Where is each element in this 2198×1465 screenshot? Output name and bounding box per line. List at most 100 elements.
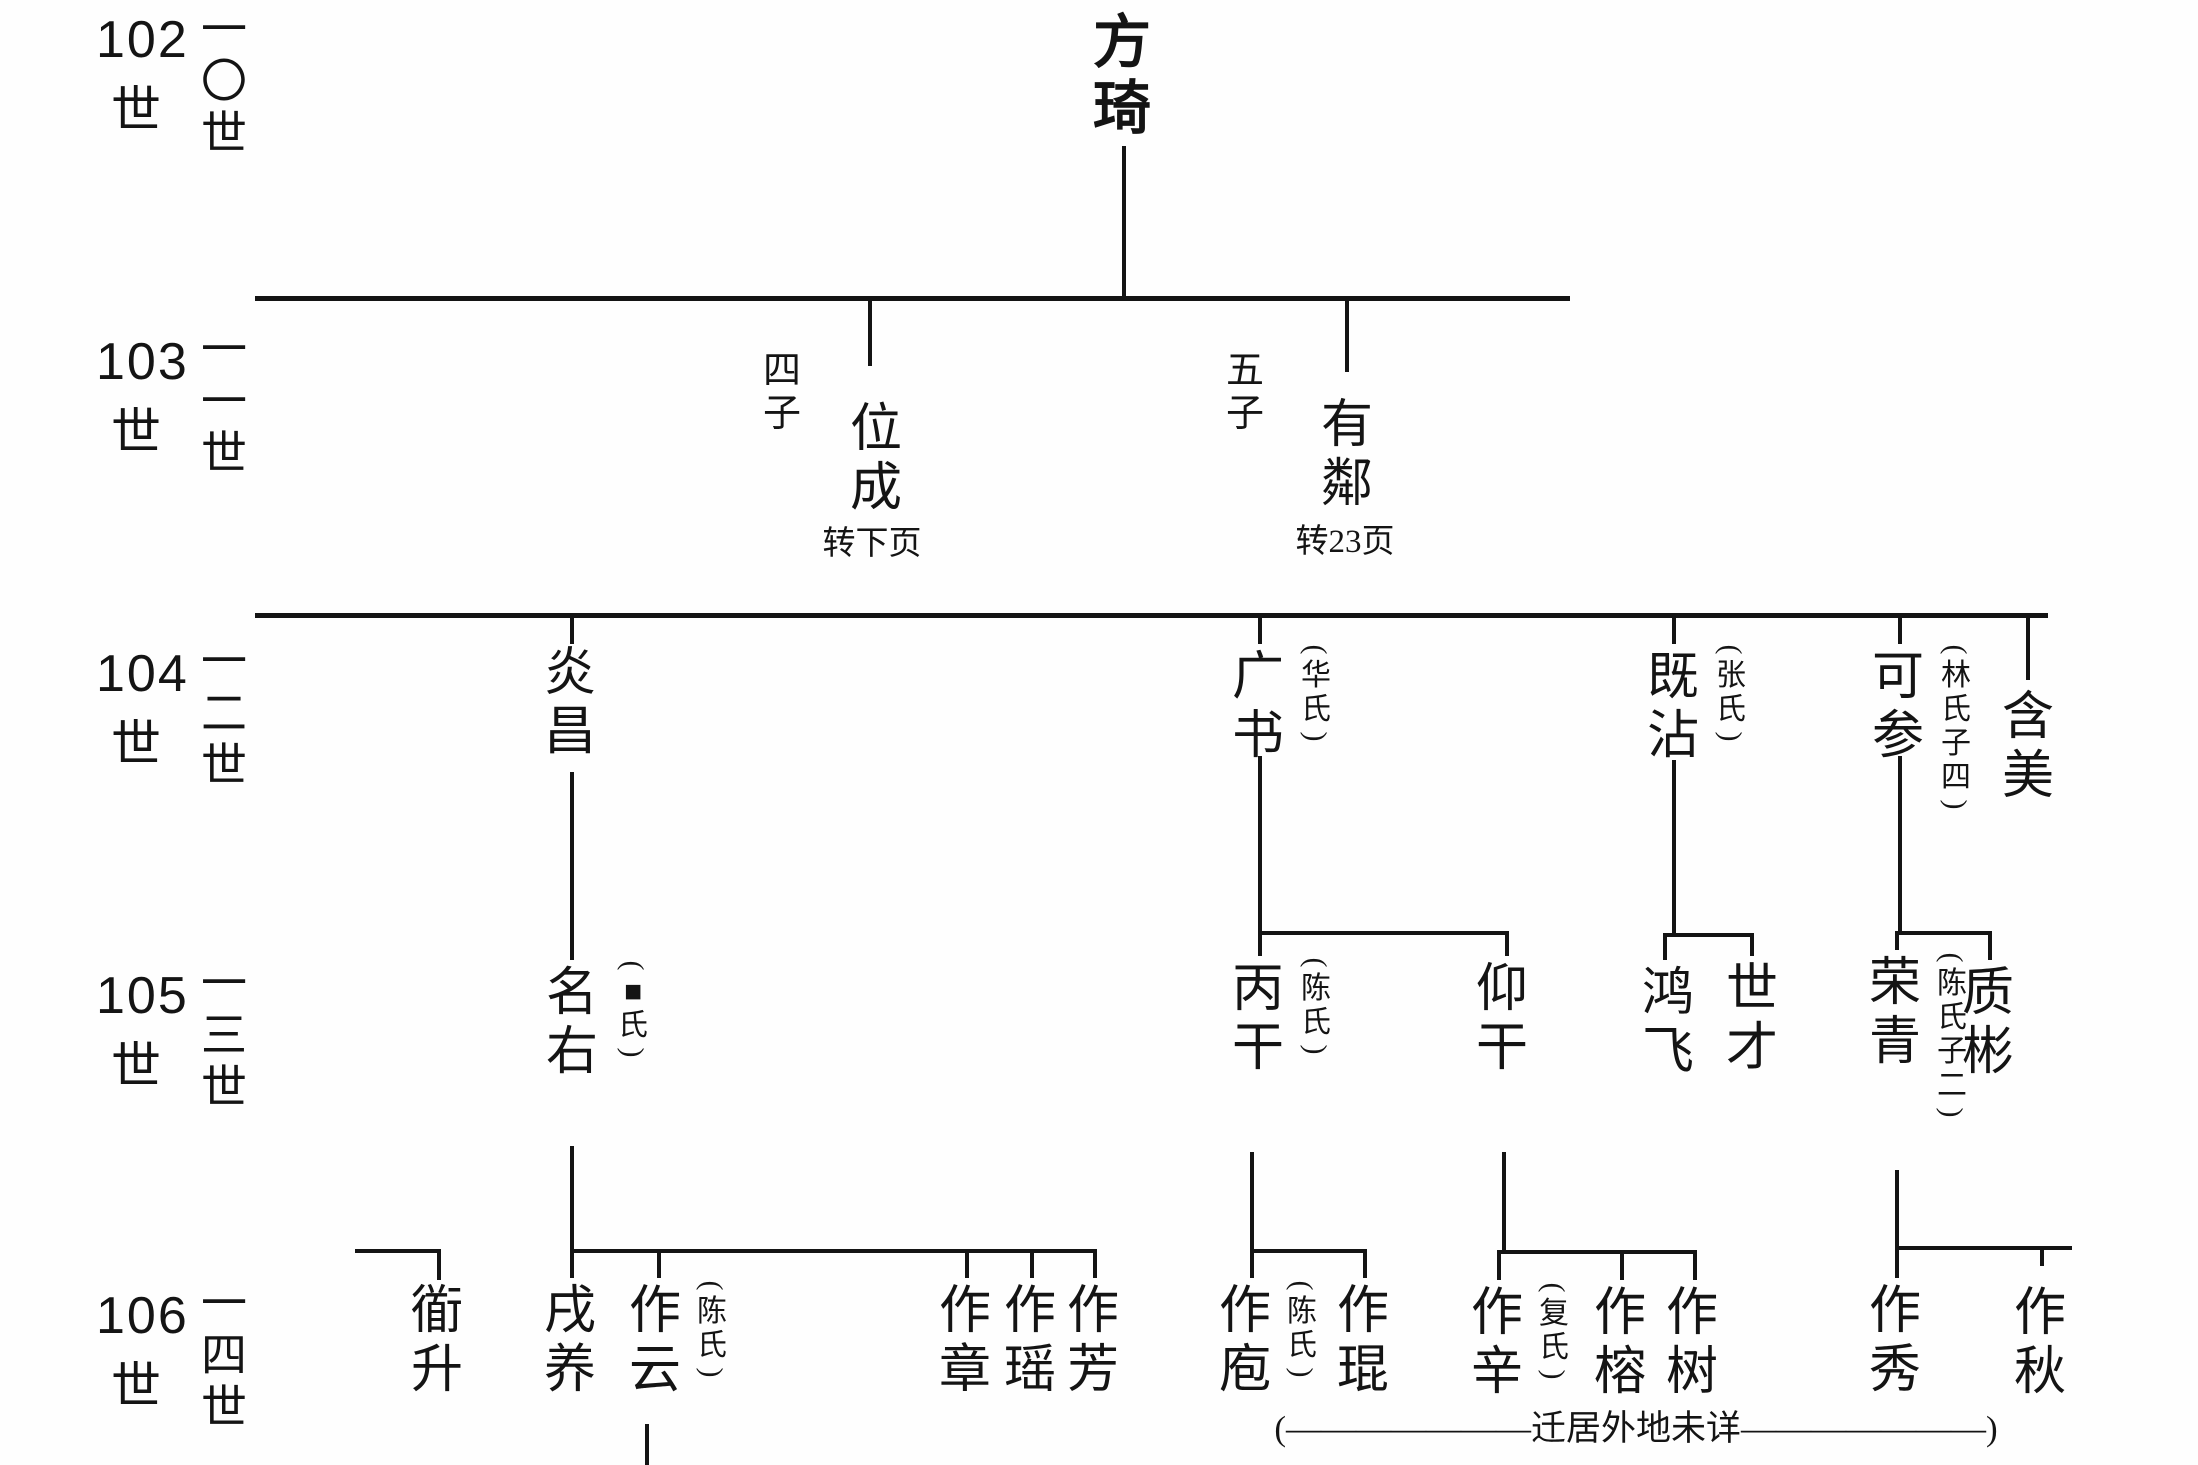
person-name-mingyou: 名右	[545, 965, 598, 1081]
v-connector	[1895, 931, 1899, 950]
person-name-hanmei: 含美	[2001, 689, 2054, 805]
person-name-yanchang: 炎昌	[543, 645, 596, 761]
v-connector	[1363, 1249, 1367, 1278]
person-name-weicheng: 位成	[849, 401, 902, 517]
person-name-zhibin: 质彬	[1961, 965, 2014, 1081]
son-rank-label-weicheng: 四子	[762, 350, 801, 435]
v-connector	[1258, 756, 1262, 931]
v-connector	[1620, 1250, 1624, 1280]
person-name-zuoxin: 作辛	[1470, 1285, 1523, 1401]
v-connector	[1663, 933, 1667, 960]
v-connector	[437, 1249, 441, 1280]
spouse-name-kecan: (林氏子四)	[1939, 644, 1973, 810]
v-connector	[1898, 756, 1902, 931]
h-connector	[1663, 933, 1750, 937]
v-connector	[1895, 1170, 1899, 1246]
migration-note: (———————迁居外地未详———————)	[1274, 1409, 1998, 1448]
person-name-zuoyun: 作云	[628, 1283, 681, 1399]
h-connector	[570, 1249, 1093, 1253]
v-connector	[570, 1249, 574, 1278]
v-connector	[1988, 931, 1992, 960]
v-connector	[570, 613, 574, 644]
h-connector	[255, 296, 1570, 301]
v-connector	[657, 1249, 661, 1278]
spouse-name-mingyou: (■氏)	[616, 960, 650, 1058]
v-connector	[570, 1146, 574, 1249]
v-connector	[1250, 1249, 1254, 1278]
v-connector	[1750, 933, 1754, 956]
generation-column: 一二世	[201, 636, 247, 791]
v-connector	[1258, 613, 1262, 644]
generation-number: 105	[96, 967, 189, 1025]
generation-column: 一一世	[201, 324, 247, 479]
spouse-name-guangshu: (华氏)	[1299, 644, 1333, 742]
spouse-name-zuoxin: (复氏)	[1537, 1282, 1571, 1380]
person-name-zuopao: 作庖	[1218, 1283, 1271, 1399]
page-ref-note-youlin: 转23页	[1295, 524, 1395, 560]
person-name-binggan: 丙干	[1231, 961, 1284, 1077]
person-name-fangqi: 方琦	[1092, 10, 1151, 141]
v-connector	[645, 1424, 649, 1465]
person-name-zuofang: 作芳	[1066, 1283, 1119, 1399]
v-connector	[1093, 1249, 1097, 1278]
person-name-zuoshu: 作树	[1665, 1285, 1718, 1401]
v-connector	[1030, 1249, 1034, 1278]
spouse-name-rongqing: (陈氏子二)	[1935, 952, 1969, 1118]
generation-shi: 世	[111, 82, 161, 138]
v-connector	[2026, 613, 2030, 680]
person-name-shicai: 世才	[1725, 961, 1778, 1077]
v-connector	[1693, 1250, 1697, 1280]
person-name-zuoqiu: 作秋	[2013, 1285, 2066, 1401]
v-connector	[965, 1249, 969, 1278]
v-connector	[1672, 613, 1676, 644]
v-connector	[1672, 760, 1676, 933]
person-name-zuokun: 作琨	[1336, 1283, 1389, 1399]
page-ref-note-weicheng: 转下页	[822, 526, 922, 562]
spouse-name-zuopao: (陈氏)	[1285, 1280, 1319, 1378]
spouse-name-zuoyun: (陈氏)	[695, 1280, 729, 1378]
h-connector	[355, 1249, 437, 1253]
h-connector	[1895, 931, 1988, 935]
spouse-name-binggan: (陈氏)	[1299, 957, 1333, 1055]
person-name-daosheng: 衜升	[410, 1283, 463, 1399]
v-connector	[1505, 931, 1509, 956]
v-connector	[1250, 1152, 1254, 1249]
generation-shi: 世	[111, 716, 161, 772]
person-name-zuoxiu: 作秀	[1868, 1283, 1921, 1399]
person-name-yanggan: 仰干	[1475, 961, 1528, 1077]
v-connector	[1258, 931, 1262, 956]
person-name-youlin: 有鄰	[1320, 397, 1373, 513]
v-connector	[1497, 1250, 1501, 1280]
son-rank-label-youlin: 五子	[1225, 350, 1264, 435]
generation-shi: 世	[111, 1038, 161, 1094]
v-connector	[1345, 296, 1349, 372]
generation-number: 106	[96, 1287, 189, 1345]
v-connector	[1898, 613, 1902, 644]
h-connector	[1258, 931, 1505, 935]
v-connector	[868, 296, 872, 366]
person-name-zuorong: 作榕	[1593, 1285, 1646, 1401]
v-connector	[2040, 1246, 2044, 1266]
person-name-rongqing: 荣青	[1868, 955, 1921, 1071]
h-connector	[255, 613, 2048, 618]
h-connector	[1250, 1249, 1363, 1253]
person-name-xuyang: 戌养	[543, 1283, 596, 1399]
generation-number: 102	[96, 11, 189, 69]
generation-number: 103	[96, 333, 189, 391]
person-name-guangshu: 广书	[1231, 649, 1284, 765]
generation-column: 一〇世	[201, 4, 247, 159]
v-connector	[570, 772, 574, 960]
v-connector	[1502, 1152, 1506, 1250]
person-name-kecan: 可参	[1871, 649, 1924, 765]
h-connector	[1895, 1246, 2072, 1250]
generation-column: 一四世	[201, 1278, 247, 1433]
generation-shi: 世	[111, 1358, 161, 1414]
h-connector	[1497, 1250, 1693, 1254]
v-connector	[1122, 146, 1126, 296]
person-name-hongfei: 鸿飞	[1641, 965, 1694, 1081]
person-name-jizhan: 既沾	[1646, 649, 1699, 765]
person-name-zuoyao: 作瑶	[1003, 1283, 1056, 1399]
v-connector	[1895, 1246, 1899, 1278]
generation-column: 一三世	[201, 958, 247, 1113]
